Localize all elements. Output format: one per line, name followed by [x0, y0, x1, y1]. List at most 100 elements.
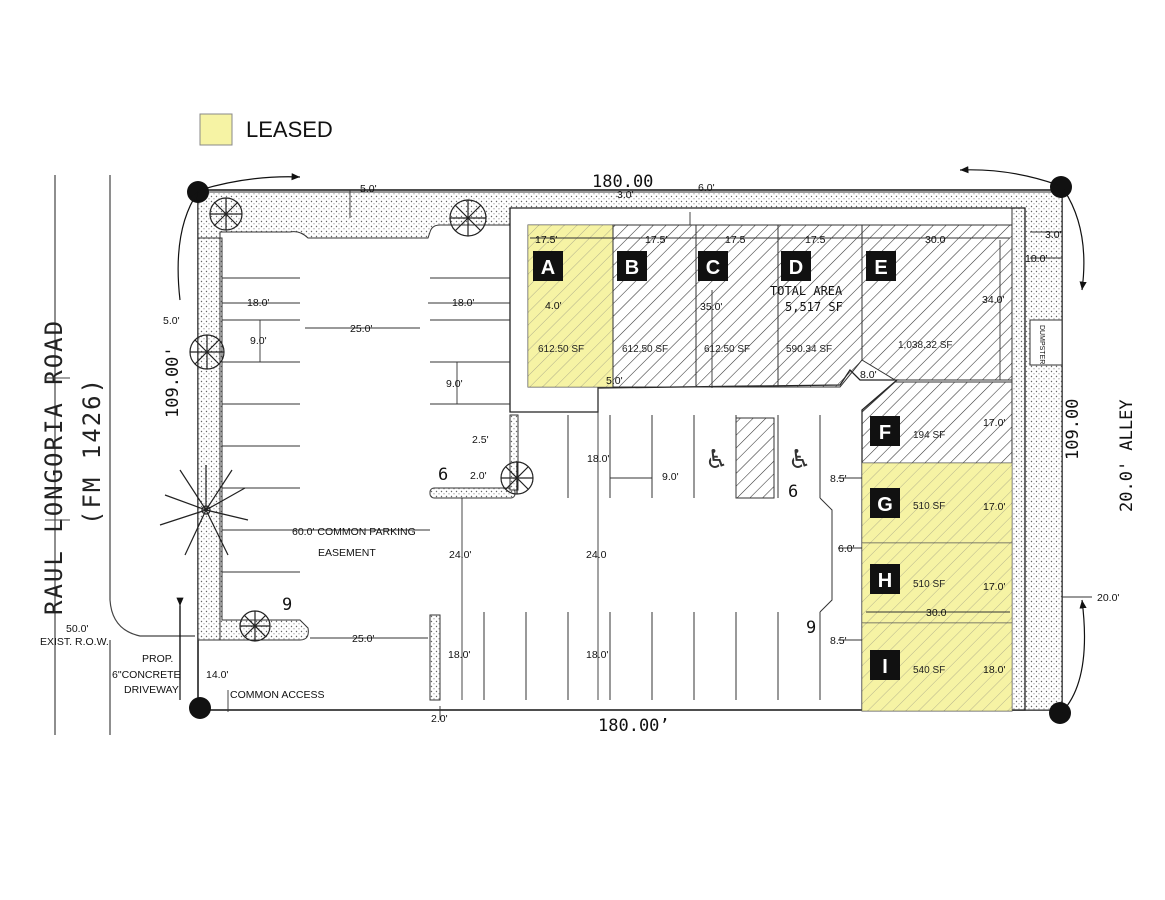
unit-tag-f-text: F [879, 422, 891, 444]
dim: 24.0 [586, 549, 607, 561]
unit-tag-c-text: C [706, 257, 720, 279]
stall-count: 6 [438, 465, 448, 485]
unit-e [861, 224, 1013, 381]
dim: 3.0' [1045, 229, 1062, 241]
unit-tag-d-text: D [789, 257, 803, 279]
unit-e-area: 1,038.32 SF [898, 340, 952, 351]
total-area: TOTAL AREA 5,517 SF [770, 284, 843, 314]
driveway-label: DRIVEWAY [124, 684, 179, 696]
dim: 6.0' [698, 182, 715, 194]
road-name: RAUL LONGORIA ROAD [40, 319, 68, 615]
unit-tag-c [698, 251, 728, 281]
exist-row-label: EXIST. R.O.W. [40, 636, 109, 648]
dim: 18.0' [587, 453, 609, 465]
dim: 5.0' [163, 315, 180, 327]
unit-g-area: 510 SF [913, 501, 945, 512]
concrete-label: 6"CONCRETE [112, 669, 181, 681]
tree-icon [239, 610, 271, 642]
unit-tag-e [866, 251, 896, 281]
palm-tree-icon [159, 465, 249, 556]
unit-a [527, 224, 614, 388]
tree-icon [189, 334, 225, 370]
common-access-label: COMMON ACCESS [230, 689, 325, 701]
dim: 18.0' [983, 664, 1005, 676]
accessible-icon: ♿ [705, 445, 728, 475]
unit-tag-b-text: B [625, 257, 639, 279]
dim: 20.0' [1097, 592, 1119, 604]
unit-tag-h [870, 564, 900, 594]
unit-c-area: 612.50 SF [704, 344, 750, 355]
total-area-title: TOTAL AREA [770, 284, 843, 298]
dim: 9.0' [446, 378, 463, 390]
dumpster-label: DUMPSTER [1038, 325, 1045, 364]
road-alt-name: (FM 1426) [78, 377, 106, 525]
alley: 20.0' ALLEY [1117, 399, 1137, 512]
total-area-value: 5,517 SF [785, 300, 843, 314]
unit-tag-f [870, 416, 900, 446]
unit-tag-a [533, 251, 563, 281]
dim: 9.0' [250, 335, 267, 347]
dim: 14.0' [206, 669, 228, 681]
unit-d-area: 590.34 SF [786, 344, 832, 355]
dim: 8.5' [830, 473, 847, 485]
tree-icon [449, 199, 487, 237]
dim: 17.5 [805, 234, 826, 246]
unit-h-area: 510 SF [913, 579, 945, 590]
dim: 18.0' [586, 649, 608, 661]
legend-swatch [199, 113, 233, 146]
dim: 8.0' [860, 369, 877, 381]
legend-label: LEASED [246, 117, 333, 142]
corner-marker [189, 697, 211, 719]
dim: 18.0' [448, 649, 470, 661]
dim: 5.0' [606, 375, 623, 387]
dim: 8.5' [830, 635, 847, 647]
unit-tag-d [781, 251, 811, 281]
dim: 17.5' [645, 234, 667, 246]
common-parking-label: 60.0' COMMON PARKING [292, 526, 416, 538]
dim: 4.0' [545, 300, 562, 312]
unit-tag-h-text: H [878, 570, 892, 592]
dim: 10.0' [1025, 253, 1047, 265]
boundary-arrows [176, 166, 1087, 713]
dim: 30.0 [925, 234, 946, 246]
unit-tag-i [870, 650, 900, 680]
unit-b [612, 224, 697, 388]
dim: 17.0' [983, 417, 1005, 429]
stall-count: 9 [806, 618, 816, 638]
unit-tag-e-text: E [874, 257, 887, 279]
dim: 34.0' [982, 294, 1004, 306]
corner-marker [1050, 176, 1072, 198]
stall-count: 9 [282, 595, 292, 615]
frontage-dimension: 180.00 [592, 172, 653, 192]
dim: 25.0' [352, 633, 374, 645]
unit-tag-g-text: G [877, 494, 893, 516]
legend: LEASED [199, 113, 333, 146]
dim: 24.0' [449, 549, 471, 561]
tree-icon [500, 461, 534, 495]
unit-i-area: 540 SF [913, 665, 945, 676]
trees [159, 197, 534, 642]
unit-tag-g [870, 488, 900, 518]
dim: 6.0' [838, 543, 855, 555]
road: RAUL LONGORIA ROAD (FM 1426) [40, 175, 195, 735]
unit-tag-b [617, 251, 647, 281]
tree-icon [209, 197, 243, 231]
unit-a-area: 612.50 SF [538, 344, 584, 355]
unit-b-area: 612.50 SF [622, 344, 668, 355]
unit-tag-a-text: A [541, 257, 555, 279]
prop-label: PROP. [142, 653, 173, 665]
alley-label: 20.0' ALLEY [1117, 399, 1137, 512]
stall-count: 6 [788, 482, 798, 502]
loading-island [735, 417, 775, 499]
dim: 25.0' [350, 323, 372, 335]
dimension-lines [222, 190, 1092, 720]
dim: 5.0' [360, 183, 377, 195]
dim: 17.5 [725, 234, 746, 246]
dim: 30.0 [926, 607, 947, 619]
unit-tags: A B C D E F G H I [533, 251, 900, 680]
unit-tag-i-text: I [882, 656, 888, 678]
accessible-parking-icons: ♿ ♿ [705, 445, 811, 475]
rear-dimension: 180.00’ [598, 716, 670, 736]
dimension-texts: 5.0' 3.0' 6.0' 17.5' 17.5' 17.5 17.5 30.… [163, 182, 1119, 725]
exist-row-dim: 50.0' [66, 623, 88, 635]
